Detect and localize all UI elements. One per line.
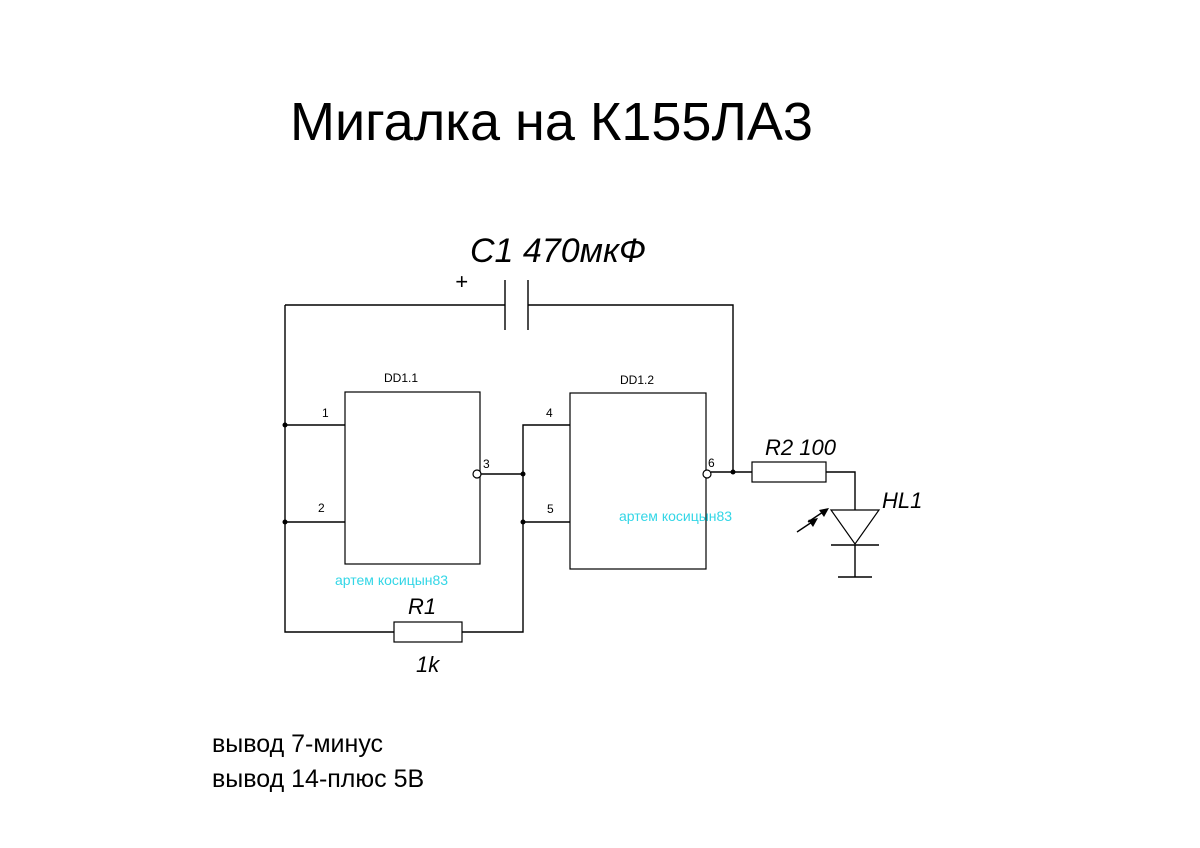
pin-4-label: 4 <box>546 406 553 420</box>
pin-3-label: 3 <box>483 457 490 471</box>
r1-resistor <box>393 621 463 643</box>
pin-2-label: 2 <box>318 501 325 515</box>
watermark-right: артем косицын83 <box>619 508 732 524</box>
led-light-arrows-icon <box>796 508 829 533</box>
junction-pin5 <box>520 519 526 525</box>
junction-pin6 <box>730 469 736 475</box>
wire-top-right <box>528 304 734 472</box>
dd1-1-inversion-bubble <box>472 469 482 479</box>
c1-label: C1 470мкФ <box>470 232 646 270</box>
watermark-left: артем косицын83 <box>335 572 448 588</box>
pin-6-label: 6 <box>708 456 715 470</box>
r2-resistor <box>751 461 827 483</box>
dd1-1-label: DD1.1 <box>384 371 418 385</box>
r1-value: 1k <box>416 652 440 677</box>
dd1-2-gate <box>569 392 707 570</box>
junction-pin1 <box>282 422 288 428</box>
page-title: Мигалка на К155ЛА3 <box>290 92 813 152</box>
r2-label: R2 100 <box>765 435 837 460</box>
junction-pin3 <box>520 471 526 477</box>
note-pin7: вывод 7-минус <box>212 730 383 758</box>
wire-left-bus <box>284 305 368 633</box>
dd1-2-inversion-bubble <box>702 469 712 479</box>
pin-1-label: 1 <box>322 406 329 420</box>
pin-5-label: 5 <box>547 502 554 516</box>
hl1-label: HL1 <box>882 488 922 513</box>
junction-pin2 <box>282 519 288 525</box>
r1-label: R1 <box>408 594 436 619</box>
note-pin14: вывод 14-плюс 5В <box>212 765 424 793</box>
wire-middle-bus <box>462 424 570 633</box>
wire-r2-led <box>826 471 856 510</box>
dd1-2-label: DD1.2 <box>620 373 654 387</box>
dd1-1-gate <box>344 391 481 565</box>
c1-polarity-mark: + <box>455 269 468 294</box>
hl1-led-body <box>829 509 881 546</box>
